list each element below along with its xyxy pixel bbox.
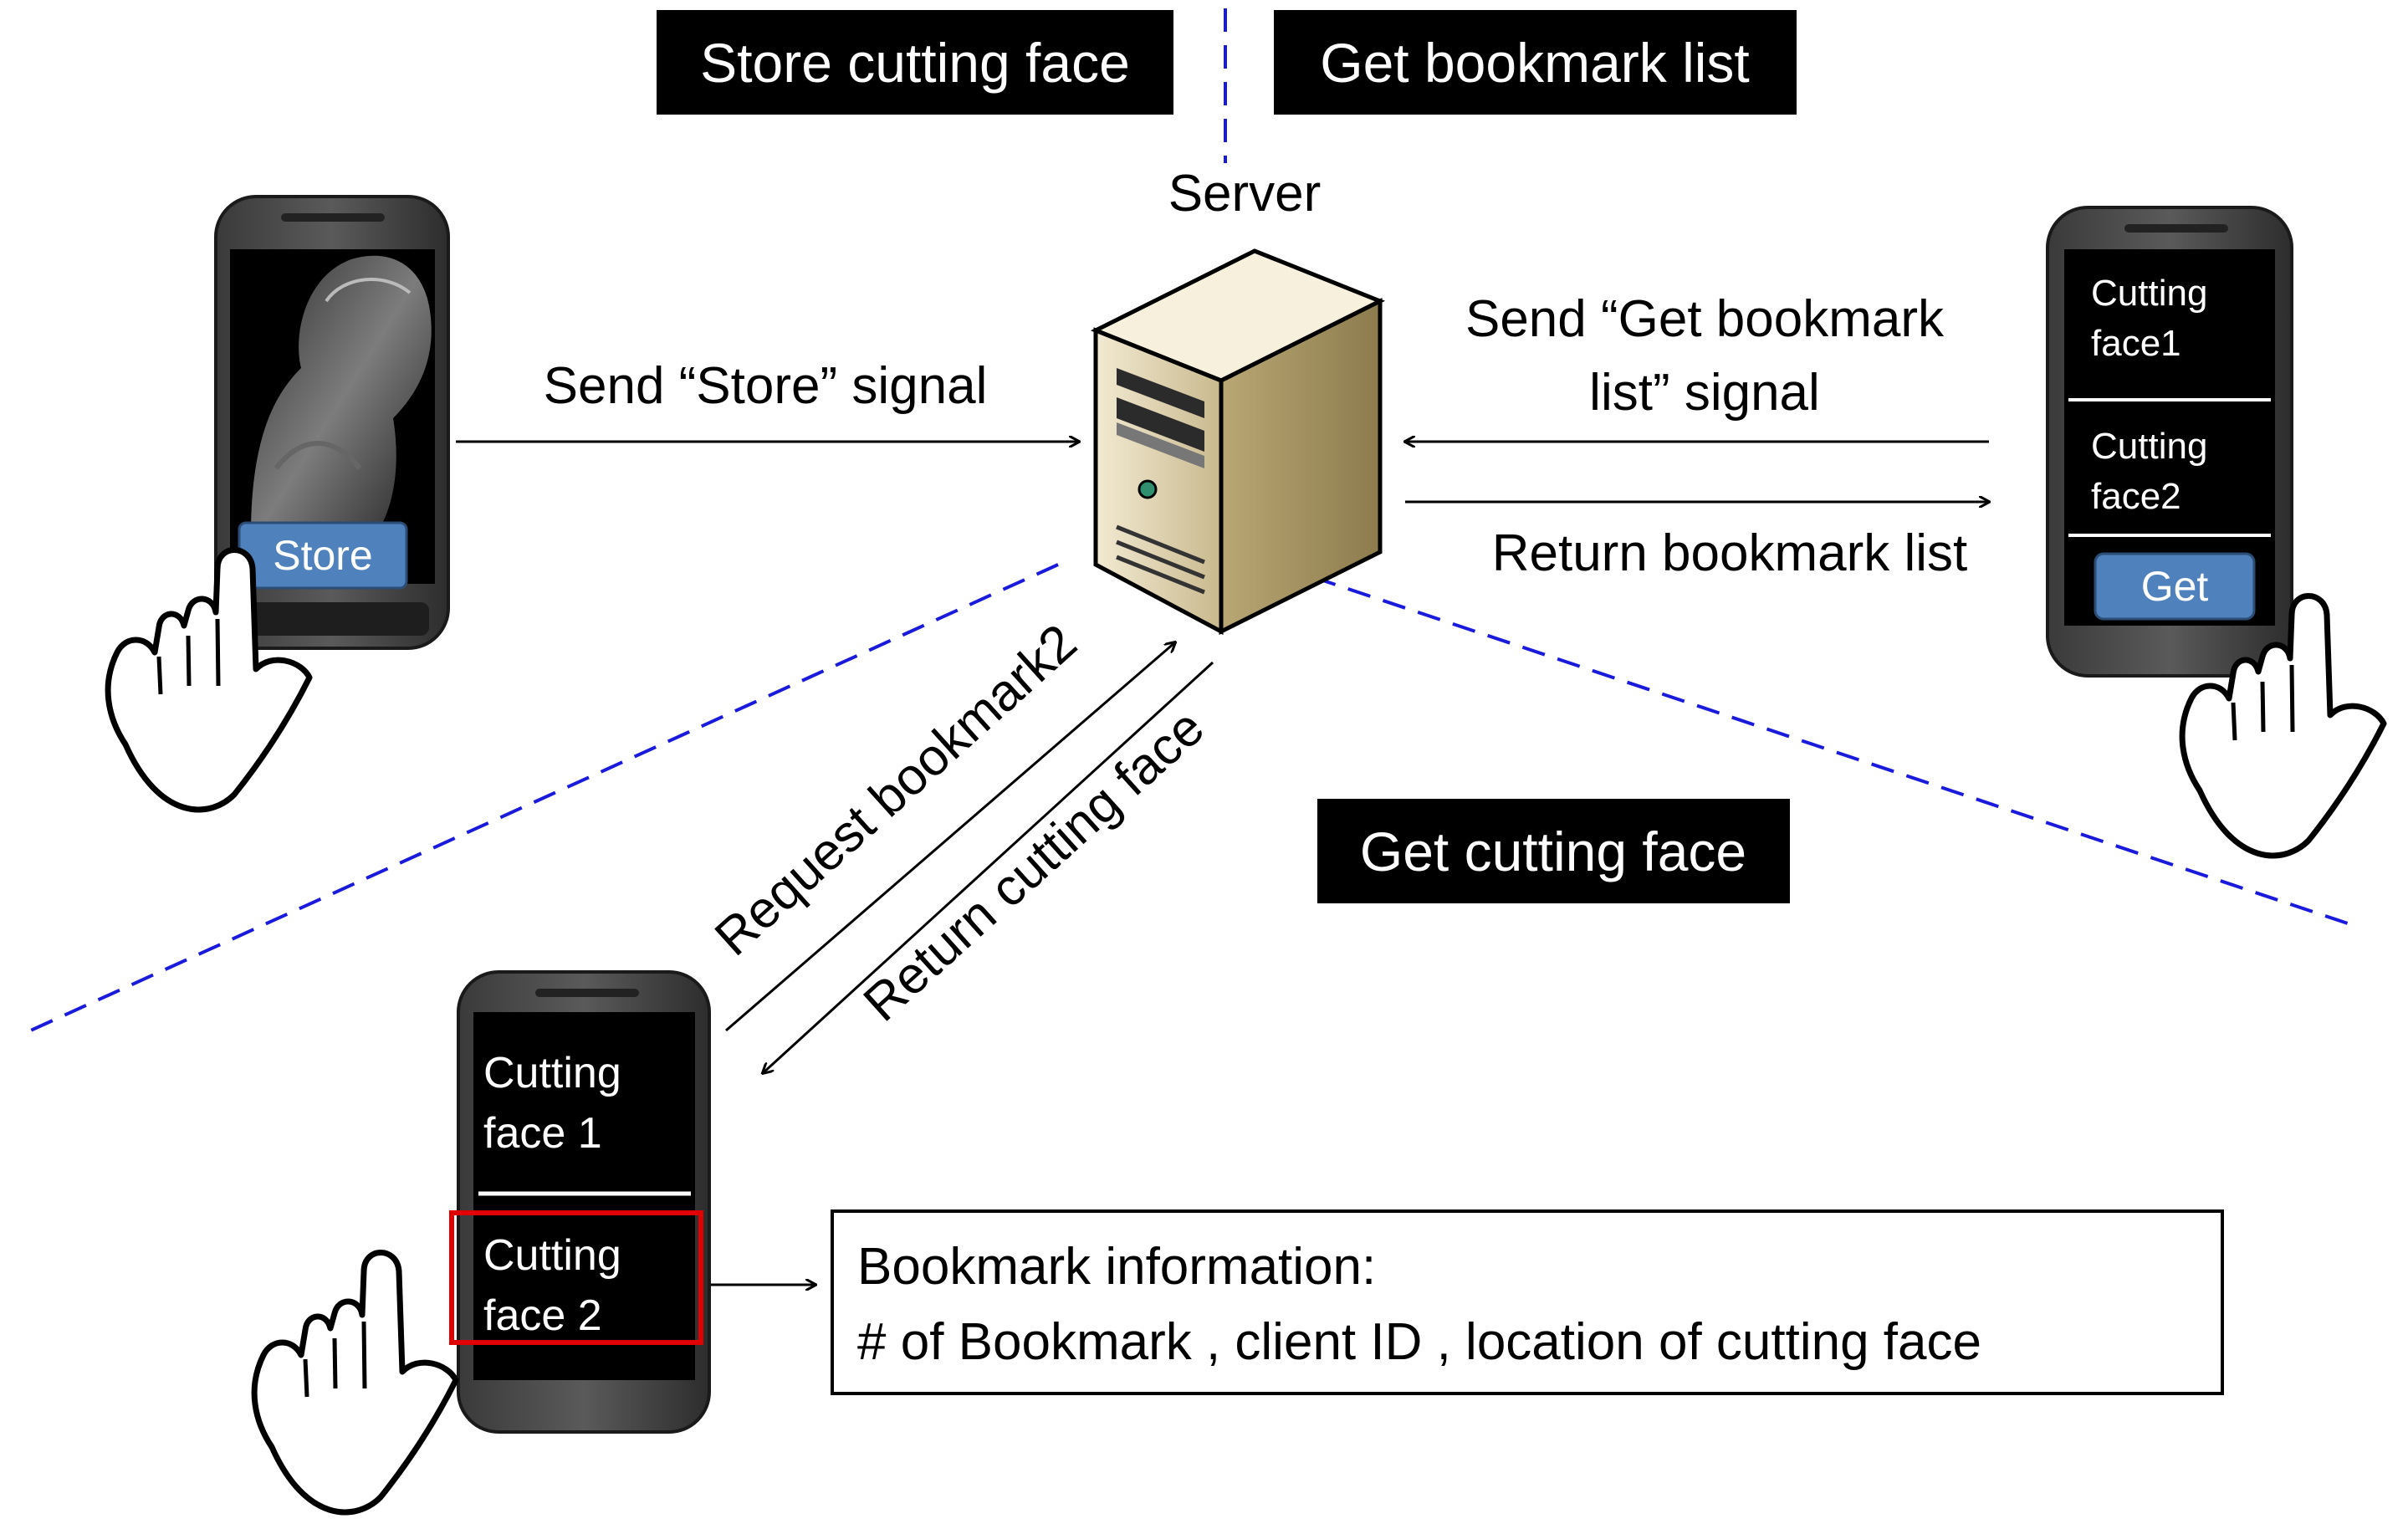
arrow-request-bookmark [725,642,1175,1032]
get-button-label: Get [2141,563,2209,610]
get-button[interactable] [2094,552,2256,621]
bookmark-info-line1: Bookmark information: [857,1238,1376,1296]
get-list-item2-line1[interactable]: Cutting [2091,426,2207,467]
hand-pointer-icon [2179,593,2387,859]
server-label: Server [1168,165,1322,222]
section-dividers [24,8,2351,1035]
server-icon [1090,248,1386,636]
select-item1-line1[interactable]: Cutting [483,1049,621,1097]
get-list-phone: Cutting face1 Cutting face2 Get [2046,206,2293,678]
hand-pointer-icon [105,547,313,813]
section-label-get-face: Get cutting face [1317,799,1790,903]
get-list-item1-line1[interactable]: Cutting [2091,273,2207,314]
selected-item-highlight[interactable] [449,1210,703,1345]
arrows [456,442,1989,1285]
select-item2-line2[interactable]: face 2 [483,1291,602,1340]
select-item2-line1[interactable]: Cutting [483,1231,621,1280]
send-store-label: Send “Store” signal [544,357,988,415]
select-phone: Cutting face 1 Cutting face 2 [449,970,711,1434]
divider-left [24,563,1059,1035]
section-label-get-list: Get bookmark list [1274,10,1797,115]
select-item1-line2[interactable]: face 1 [483,1109,602,1158]
store-phone: Store [214,195,450,650]
bookmark-info-line2: # of Bookmark , client ID , location of … [857,1313,1981,1371]
section-label-store-text: Store cutting face [700,32,1130,94]
send-get-label-line2: list” signal [1589,364,1820,422]
return-list-label: Return bookmark list [1492,524,1968,582]
section-label-store: Store cutting face [657,10,1173,115]
hand-pointer-icon [251,1250,459,1516]
request-bookmark-label: Request bookmark2 [704,613,1088,967]
arrow-return-face [763,661,1214,1073]
bookmark-info-box: Bookmark information: # of Bookmark , cl… [831,1209,2224,1395]
store-button-label: Store [273,532,373,579]
get-list-item2-line2[interactable]: face2 [2091,476,2181,517]
mri-image [251,255,432,544]
section-label-get-list-text: Get bookmark list [1320,32,1750,94]
get-list-item1-line2[interactable]: face1 [2091,323,2181,364]
send-get-label-line1: Send “Get bookmark [1465,290,1945,348]
section-label-get-face-text: Get cutting face [1360,821,1746,882]
